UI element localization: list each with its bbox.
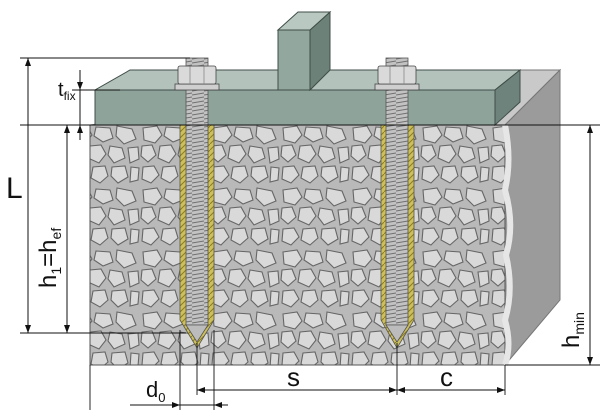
plate-front-face: [94, 89, 496, 126]
anchor-right-washer: [374, 83, 420, 91]
label-L: L: [6, 172, 23, 205]
anchor-right-rod: [385, 69, 409, 326]
anchor-right-nut: [377, 65, 417, 85]
anchor-left-nut: [177, 65, 217, 85]
anchor-left-rod: [185, 69, 209, 326]
dimension-lines: [20, 57, 600, 410]
dimension-labels: L tfix h1=hef hmin s c d0: [6, 79, 587, 405]
fixture-plate: [93, 10, 522, 127]
plate-fin-top: [276, 11, 332, 31]
anchor-left-tip: [185, 324, 209, 343]
label-hmin: hmin: [558, 312, 587, 348]
concrete-broken-edge: [501, 124, 514, 366]
label-c: c: [440, 362, 453, 392]
anchor-right-rod-top: [385, 57, 409, 67]
concrete-front-face: [89, 124, 506, 366]
anchor-right-tip: [385, 324, 409, 343]
anchor-right: [374, 57, 420, 349]
label-d0: d0: [146, 377, 165, 405]
anchor-left: [174, 57, 220, 349]
anchor-left-rod-top: [185, 57, 209, 67]
label-h1-hef: h1=hef: [35, 228, 64, 288]
plate-fin-front: [277, 29, 311, 91]
label-tfix: tfix: [58, 79, 76, 103]
label-s: s: [287, 362, 300, 392]
anchor-left-washer: [174, 83, 220, 91]
